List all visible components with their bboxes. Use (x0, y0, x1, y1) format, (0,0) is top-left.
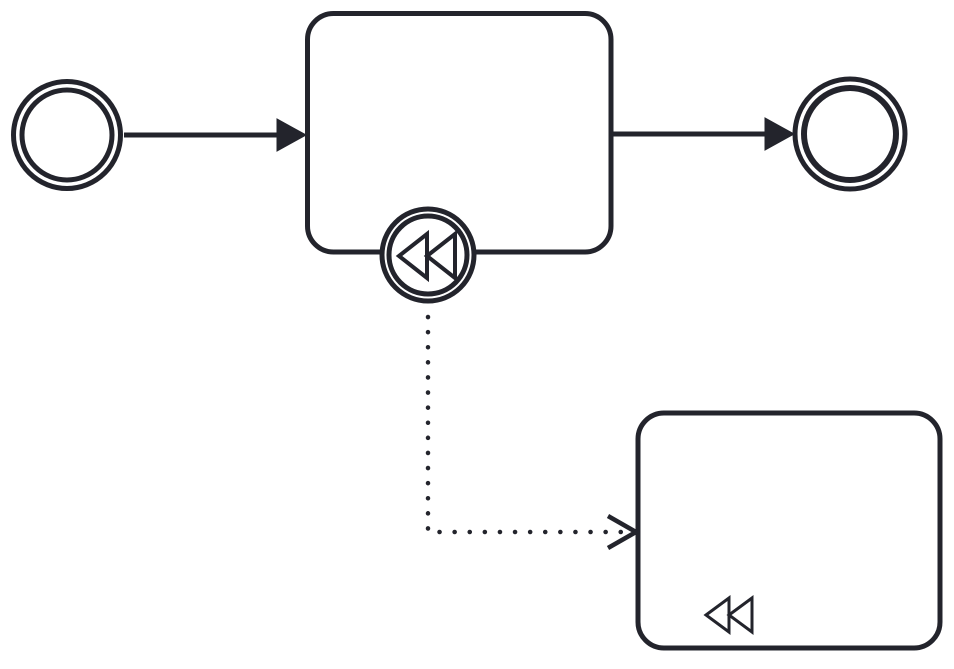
compensation-boundary-event[interactable] (379, 206, 477, 304)
task[interactable] (305, 11, 614, 255)
end-event-inner-ring (801, 85, 899, 183)
start-event[interactable] (11, 79, 123, 191)
compensation-marker-icon (395, 229, 457, 283)
boundary-event-inner-ring (386, 213, 470, 297)
task-shape[interactable] (305, 11, 614, 255)
association-dotted-line[interactable] (425, 314, 631, 535)
end-event[interactable] (792, 76, 908, 192)
start-event-inner-ring (19, 87, 115, 183)
compensation-task[interactable] (635, 410, 943, 651)
arrowhead-icon (276, 118, 308, 152)
compensation-marker-right-triangle (726, 595, 754, 635)
compensation-task-shape[interactable] (635, 410, 943, 651)
sequence-flow-start-to-task[interactable] (124, 118, 308, 152)
end-event-outer-ring (792, 76, 908, 192)
open-arrowhead-icon (606, 514, 641, 550)
compensation-marker-icon (703, 595, 754, 635)
sequence-flow-task-to-end[interactable] (611, 117, 796, 151)
arrowhead-icon (764, 117, 796, 151)
compensation-association[interactable] (425, 314, 641, 550)
start-event-outer-ring (11, 79, 123, 191)
compensation-marker-right-triangle (423, 229, 457, 283)
